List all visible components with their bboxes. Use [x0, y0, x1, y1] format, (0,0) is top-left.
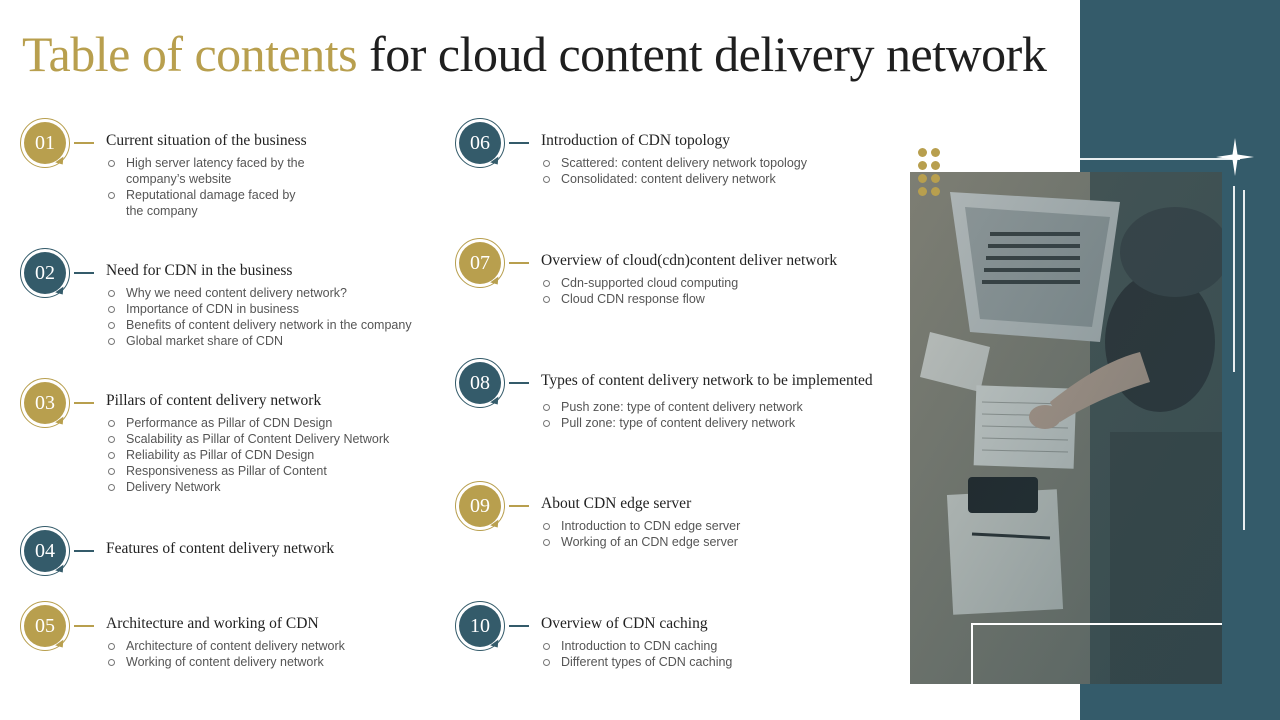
item-heading: Overview of cloud(cdn)content deliver ne… — [541, 252, 838, 269]
bullet-item: Pull zone: type of content delivery netw… — [543, 415, 803, 431]
item-heading: Overview of CDN caching — [541, 615, 708, 632]
item-bullets: Push zone: type of content delivery netw… — [543, 399, 803, 431]
bullet-item: High server latency faced by the company… — [108, 155, 305, 187]
connector-line — [74, 550, 94, 552]
item-heading: Architecture and working of CDN — [106, 615, 319, 632]
connector-line — [509, 262, 529, 264]
title-rest: for cloud content delivery network — [369, 26, 1047, 82]
item-number: 06 — [459, 122, 501, 164]
bullet-item: Cdn-supported cloud computing — [543, 275, 738, 291]
item-number: 07 — [459, 242, 501, 284]
item-number: 09 — [459, 485, 501, 527]
item-number: 02 — [24, 252, 66, 294]
bullet-item: Different types of CDN caching — [543, 654, 732, 670]
dot-grid-icon — [918, 148, 944, 200]
bullet-item: Scattered: content delivery network topo… — [543, 155, 807, 171]
bullet-item: Architecture of content delivery network — [108, 638, 345, 654]
bullet-item: Push zone: type of content delivery netw… — [543, 399, 803, 415]
connector-line — [509, 142, 529, 144]
number-badge: 01 — [20, 118, 74, 172]
page-title: Table of contents for cloud content deli… — [22, 24, 1047, 84]
bullet-item: Introduction to CDN edge server — [543, 518, 740, 534]
connector-line — [74, 625, 94, 627]
number-badge: 05 — [20, 601, 74, 655]
number-badge: 03 — [20, 378, 74, 432]
connector-line — [509, 505, 529, 507]
bullet-item: Performance as Pillar of CDN Design — [108, 415, 389, 431]
item-bullets: Why we need content delivery network? Im… — [108, 285, 412, 349]
item-bullets: High server latency faced by the company… — [108, 155, 305, 219]
item-number: 04 — [24, 530, 66, 572]
item-bullets: Scattered: content delivery network topo… — [543, 155, 807, 187]
title-accent: Table of contents — [22, 26, 358, 82]
sparkle-icon — [1216, 138, 1254, 176]
bullet-item: Responsiveness as Pillar of Content — [108, 463, 389, 479]
connector-line — [74, 402, 94, 404]
item-number: 03 — [24, 382, 66, 424]
item-number: 08 — [459, 362, 501, 404]
item-bullets: Introduction to CDN caching Different ty… — [543, 638, 732, 670]
item-bullets: Architecture of content delivery network… — [108, 638, 345, 670]
bullet-item: Why we need content delivery network? — [108, 285, 412, 301]
bullet-item: Delivery Network — [108, 479, 389, 495]
number-badge: 07 — [455, 238, 509, 292]
item-number: 05 — [24, 605, 66, 647]
connector-line — [74, 272, 94, 274]
bullet-item: Benefits of content delivery network in … — [108, 317, 412, 333]
item-bullets: Cdn-supported cloud computing Cloud CDN … — [543, 275, 738, 307]
connector-line — [74, 142, 94, 144]
item-bullets: Performance as Pillar of CDN Design Scal… — [108, 415, 389, 495]
number-badge: 08 — [455, 358, 509, 412]
bullet-item: Working of an CDN edge server — [543, 534, 740, 550]
item-heading: About CDN edge server — [541, 495, 692, 512]
number-badge: 02 — [20, 248, 74, 302]
bullet-item: Consolidated: content delivery network — [543, 171, 807, 187]
connector-line — [509, 625, 529, 627]
decorative-line-vertical — [1243, 190, 1245, 530]
bullet-item: Introduction to CDN caching — [543, 638, 732, 654]
bullet-item: Reliability as Pillar of CDN Design — [108, 447, 389, 463]
number-badge: 09 — [455, 481, 509, 535]
connector-line — [509, 382, 529, 384]
bullet-item: Cloud CDN response flow — [543, 291, 738, 307]
item-bullets: Introduction to CDN edge server Working … — [543, 518, 740, 550]
item-number: 10 — [459, 605, 501, 647]
workspace-photo — [910, 172, 1222, 684]
item-number: 01 — [24, 122, 66, 164]
number-badge: 06 — [455, 118, 509, 172]
item-heading: Need for CDN in the business — [106, 262, 293, 279]
decorative-line-horizontal — [1080, 158, 1240, 160]
decorative-line-vertical-short — [1233, 186, 1235, 372]
item-heading: Introduction of CDN topology — [541, 132, 730, 149]
bullet-item: Working of content delivery network — [108, 654, 345, 670]
item-heading: Types of content delivery network to be … — [541, 372, 873, 389]
bullet-item: Importance of CDN in business — [108, 301, 412, 317]
bullet-item: Reputational damage faced by the company — [108, 187, 305, 219]
number-badge: 04 — [20, 526, 74, 580]
number-badge: 10 — [455, 601, 509, 655]
item-heading: Pillars of content delivery network — [106, 392, 322, 409]
item-heading: Features of content delivery network — [106, 540, 335, 557]
bullet-item: Global market share of CDN — [108, 333, 412, 349]
bullet-item: Scalability as Pillar of Content Deliver… — [108, 431, 389, 447]
item-heading: Current situation of the business — [106, 132, 307, 149]
decorative-frame — [971, 623, 1222, 685]
